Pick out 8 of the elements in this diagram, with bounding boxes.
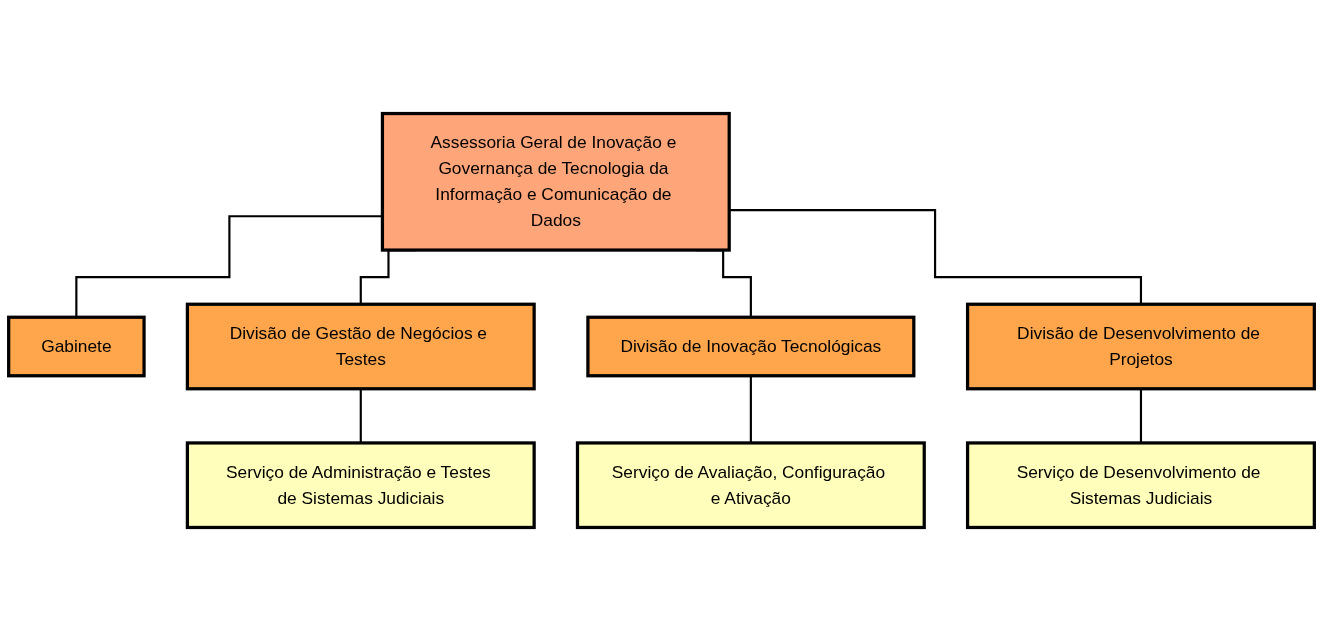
node-box: Divisão de Inovação Tecnológicas — [586, 315, 916, 378]
node-box: Divisão de Desenvolvimento de Projetos — [965, 302, 1316, 391]
node-box: Divisão de Gestão de Negócios e Testes — [185, 302, 536, 391]
node-box: Gabinete — [7, 315, 146, 378]
node-box: Serviço de Desenvolvimento de Sistemas Judiciais — [965, 441, 1316, 530]
node-box: Serviço de Administração e Testes de Sistemas Judiciais — [185, 441, 536, 530]
node-box: Serviço de Avaliação, Configuração e Ativação — [575, 441, 926, 530]
node-box: Assessoria Geral de Inovação e Governança de Tecnologia da Informação e Comunicação de Dados — [380, 111, 731, 252]
